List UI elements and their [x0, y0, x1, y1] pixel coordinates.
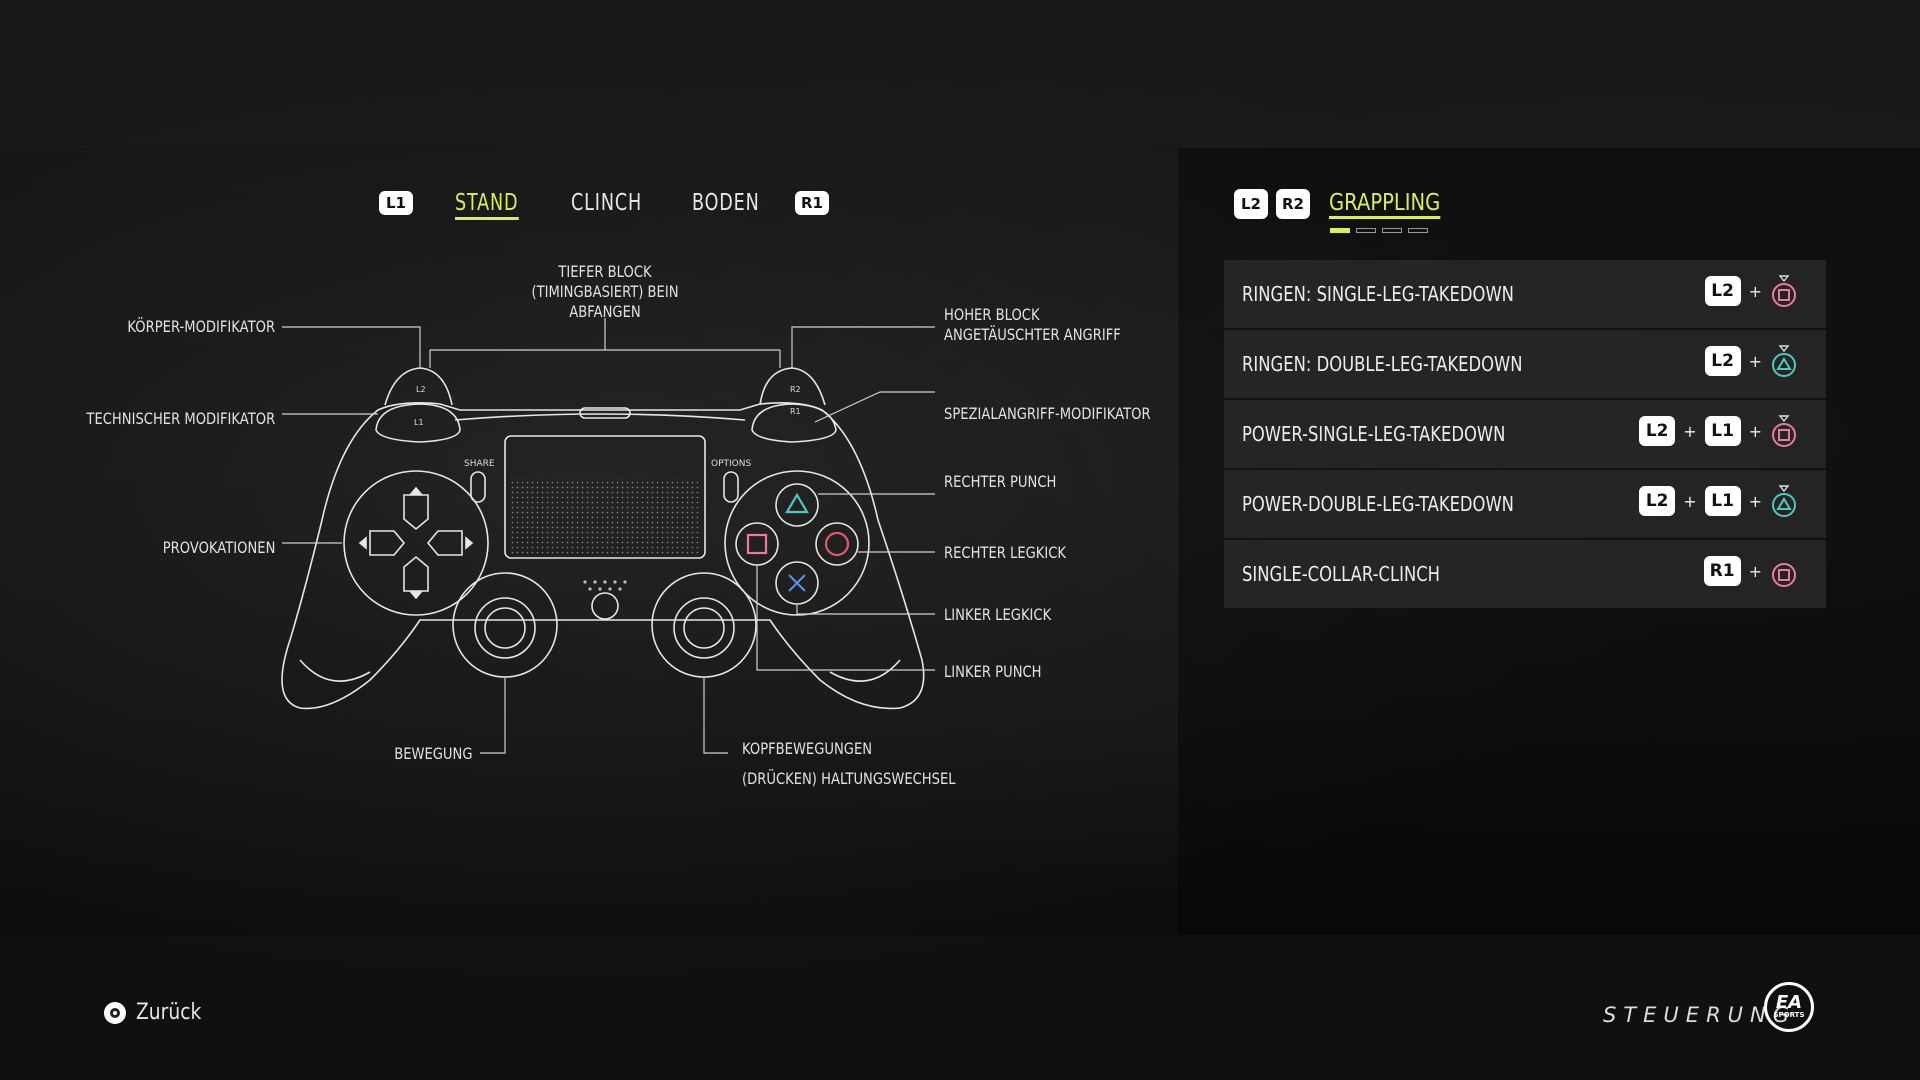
move-row[interactable]: POWER-DOUBLE-LEG-TAKEDOWN L2 + L1 + — [1224, 470, 1826, 538]
plus-sign: + — [1683, 491, 1697, 511]
tab-boden[interactable]: BODEN — [692, 190, 760, 216]
triangle-icon — [1770, 344, 1798, 378]
square-symbol-icon — [746, 533, 768, 555]
l2-chip: L2 — [1639, 416, 1676, 446]
square-icon — [1770, 274, 1798, 308]
back-button[interactable]: Zurück — [104, 1000, 213, 1025]
right-stick-well — [651, 572, 757, 678]
tab-clinch[interactable]: CLINCH — [571, 190, 643, 216]
dpad-well — [343, 470, 489, 616]
move-name: SINGLE-COLLAR-CLINCH — [1242, 562, 1441, 586]
label-provokationen: PROVOKATIONEN — [162, 538, 275, 557]
bottom-band — [0, 935, 1920, 1080]
left-stick-well — [452, 572, 558, 678]
label-kopfbewegungen: KOPFBEWEGUNGEN (DRÜCKEN) HALTUNGSWECHSEL — [742, 739, 956, 788]
touchpad — [504, 435, 706, 559]
move-name: RINGEN: SINGLE-LEG-TAKEDOWN — [1242, 282, 1514, 306]
back-label: Zurück — [136, 1000, 202, 1025]
l1-bumper-button[interactable]: L1 — [379, 191, 413, 215]
r1-bumper — [751, 403, 837, 443]
plus-sign: + — [1748, 351, 1762, 371]
page-indicator — [1330, 228, 1428, 233]
label-koerper-modifikator: KÖRPER-MODIFIKATOR — [127, 317, 275, 336]
move-name: POWER-DOUBLE-LEG-TAKEDOWN — [1242, 492, 1514, 516]
l1-chip: L1 — [1704, 486, 1741, 516]
label-technischer-modifikator: TECHNISCHER MODIFIKATOR — [86, 409, 275, 428]
button-combo: L2 + — [1704, 344, 1798, 378]
button-combo: L2 + L1 + — [1639, 484, 1798, 518]
page-dot-1 — [1330, 228, 1350, 233]
label-linker-punch: LINKER PUNCH — [944, 662, 1042, 681]
move-row[interactable]: RINGEN: DOUBLE-LEG-TAKEDOWN L2 + — [1224, 330, 1826, 398]
page-dot-2 — [1356, 228, 1376, 233]
move-row[interactable]: POWER-SINGLE-LEG-TAKEDOWN L2 + L1 + — [1224, 400, 1826, 468]
ea-sports-logo: EA SPORTS — [1764, 982, 1814, 1032]
triangle-symbol-icon — [785, 492, 809, 514]
label-bewegung: BEWEGUNG — [393, 744, 472, 763]
label-spezialangriff: SPEZIALANGRIFF-MODIFIKATOR — [944, 404, 1151, 423]
l2-chip: L2 — [1639, 486, 1676, 516]
dpad-right — [426, 530, 463, 556]
page-dot-3 — [1382, 228, 1402, 233]
triangle-icon — [1770, 484, 1798, 518]
r1-chip: R1 — [1703, 556, 1741, 586]
button-combo: L2 + L1 + — [1639, 414, 1798, 448]
move-row[interactable]: RINGEN: SINGLE-LEG-TAKEDOWN L2 + — [1224, 260, 1826, 328]
options-button — [723, 471, 739, 503]
tab-stand[interactable]: STAND — [455, 190, 519, 220]
cross-symbol-icon — [788, 574, 806, 592]
l2-chip: L2 — [1704, 276, 1741, 306]
button-combo: R1 + — [1703, 554, 1798, 588]
l1-chip: L1 — [1704, 416, 1741, 446]
circle-symbol-icon — [824, 531, 850, 557]
l1-tag: L1 — [414, 418, 424, 427]
l2-chip: L2 — [1704, 346, 1741, 376]
dpad-up — [403, 494, 429, 531]
top-band — [0, 0, 1920, 148]
share-button — [470, 471, 486, 503]
button-combo: L2 + — [1704, 274, 1798, 308]
triangle-button — [775, 483, 819, 527]
plus-sign: + — [1748, 421, 1762, 441]
move-name: POWER-SINGLE-LEG-TAKEDOWN — [1242, 422, 1506, 446]
l2-tag: L2 — [416, 385, 426, 394]
grappling-title: GRAPPLING — [1329, 190, 1441, 219]
label-hoher-block: HOHER BLOCK ANGETÄUSCHTER ANGRIFF — [944, 305, 1121, 344]
l1-bumper — [375, 403, 461, 443]
r2-chip: R2 — [1276, 189, 1310, 219]
r1-tag: R1 — [790, 407, 801, 416]
page-dot-4 — [1408, 228, 1428, 233]
move-list: RINGEN: SINGLE-LEG-TAKEDOWN L2 + RINGEN:… — [1224, 260, 1826, 610]
move-row[interactable]: SINGLE-COLLAR-CLINCH R1 + — [1224, 540, 1826, 608]
circle-button-icon — [104, 1001, 126, 1024]
options-tag: OPTIONS — [711, 459, 751, 469]
dpad-down — [403, 555, 429, 592]
plus-sign: + — [1748, 281, 1762, 301]
square-button — [735, 522, 779, 566]
r1-bumper-button[interactable]: R1 — [795, 191, 829, 215]
plus-sign: + — [1748, 491, 1762, 511]
label-tiefer-block: TIEFER BLOCK (TIMINGBASIERT) BEIN ABFANG… — [531, 262, 679, 321]
ps-button — [591, 592, 619, 620]
label-rechter-punch: RECHTER PUNCH — [944, 472, 1057, 491]
l2-chip: L2 — [1234, 189, 1268, 219]
face-buttons-well — [724, 470, 870, 616]
circle-button — [815, 522, 859, 566]
r2-tag: R2 — [790, 385, 801, 394]
plus-sign: + — [1683, 421, 1697, 441]
label-rechter-legkick: RECHTER LEGKICK — [944, 543, 1067, 562]
screen-title: STEUERUNG — [1603, 1003, 1797, 1027]
move-name: RINGEN: DOUBLE-LEG-TAKEDOWN — [1242, 352, 1523, 376]
label-linker-legkick: LINKER LEGKICK — [944, 605, 1052, 624]
plus-sign: + — [1748, 561, 1762, 581]
square-icon — [1770, 554, 1798, 588]
share-tag: SHARE — [464, 459, 495, 469]
dpad-left — [369, 530, 406, 556]
square-icon — [1770, 414, 1798, 448]
